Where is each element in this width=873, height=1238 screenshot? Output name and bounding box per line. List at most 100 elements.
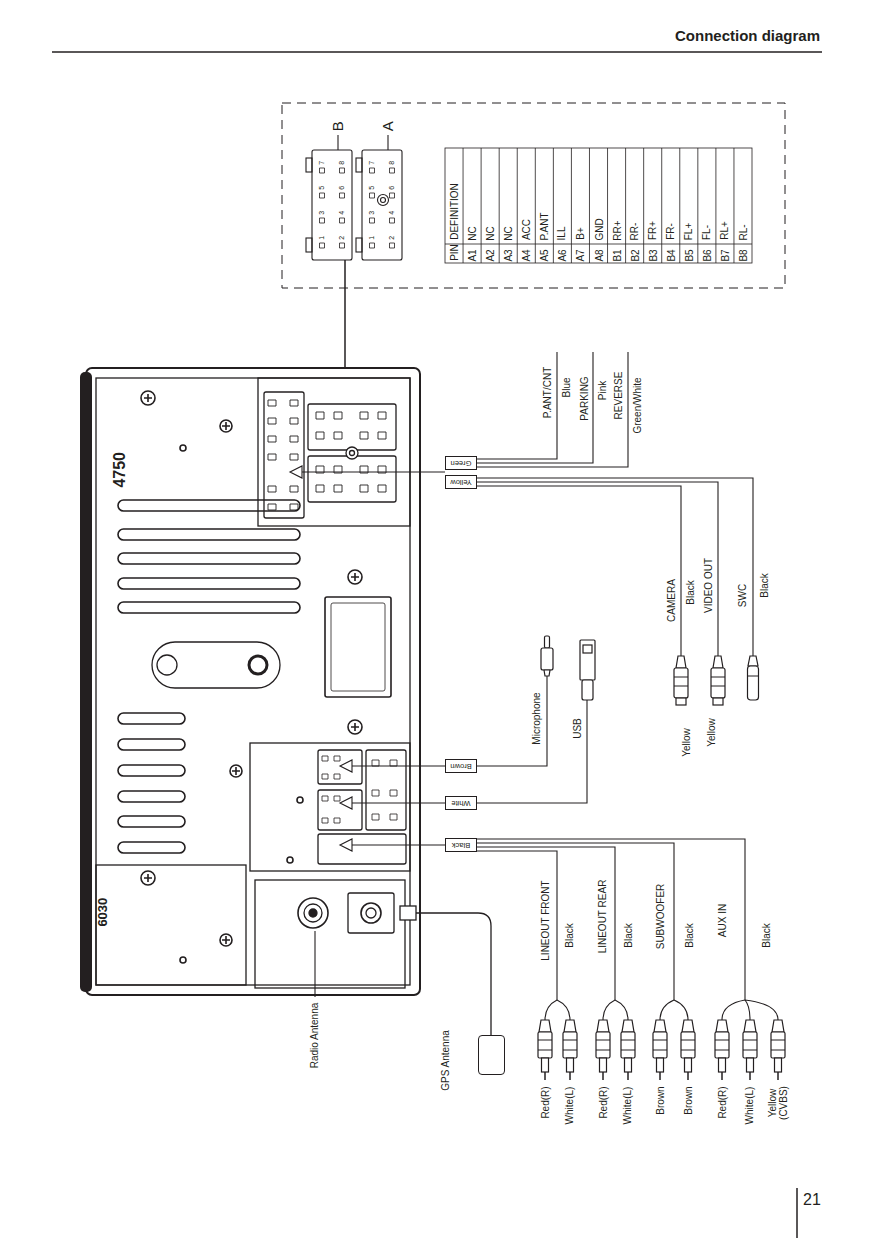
page-heading: Connection diagram	[675, 28, 820, 45]
connector-arrow	[302, 471, 445, 472]
table-cell: B7	[720, 249, 731, 261]
head-unit	[118, 553, 300, 564]
head-unit	[250, 743, 410, 871]
wire	[477, 843, 674, 1000]
connector-tag: Green	[445, 456, 477, 470]
pinout-panel	[337, 135, 338, 150]
pinout-panel	[306, 158, 312, 172]
head-unit	[80, 368, 420, 995]
plug	[771, 1020, 785, 1080]
wire	[477, 482, 718, 656]
connector-arrow	[340, 839, 352, 851]
table-cell: A1	[467, 249, 478, 261]
connector-arrow	[290, 466, 302, 478]
head-unit	[361, 903, 381, 923]
plug	[748, 656, 759, 700]
wire-label: SWC	[737, 583, 748, 606]
head-unit	[96, 865, 246, 985]
screw	[144, 394, 152, 402]
head-unit	[118, 602, 300, 613]
connector-arrow	[352, 765, 445, 766]
plug-color: White(L)	[564, 1086, 575, 1124]
plug	[711, 656, 725, 705]
pin-number: 2	[388, 236, 396, 240]
table-cell: A8	[593, 249, 604, 261]
head-unit	[118, 842, 185, 853]
table-cell: B5	[683, 249, 694, 261]
plug-color: Yellow	[680, 728, 691, 757]
wire-label: SUBWOOFER	[655, 883, 666, 949]
wire-color: Black	[761, 923, 772, 947]
table-cell: ACC	[521, 219, 532, 240]
page-rule	[796, 1188, 798, 1238]
plug	[681, 1020, 695, 1080]
table-cell: B4	[665, 249, 676, 261]
table-cell: NC	[485, 226, 496, 240]
plug-color: White(L)	[744, 1086, 755, 1124]
connector-arrow	[352, 844, 445, 845]
connector-tag: Yellow	[445, 475, 477, 489]
screw	[141, 391, 362, 963]
wire-color: Black	[623, 923, 634, 947]
head-unit	[366, 908, 376, 918]
screw	[230, 765, 242, 777]
connector-arrow	[340, 760, 352, 772]
connector-arrow	[290, 466, 445, 851]
wire-label: LINEOUT FRONT	[540, 880, 551, 960]
pin-number: 2	[338, 236, 346, 240]
pin-number: 7	[368, 161, 376, 165]
screw	[297, 797, 303, 803]
pinout-panel	[306, 238, 312, 252]
table-cell: NC	[503, 226, 514, 240]
table-cell: A4	[521, 249, 532, 261]
table-cell: FL-	[701, 225, 712, 240]
tag-text: White	[451, 799, 470, 807]
pin-table-grid	[445, 244, 752, 245]
wire	[660, 1000, 688, 1020]
table-cell: A7	[575, 249, 586, 261]
head-unit	[316, 412, 386, 492]
wire-color: Black	[759, 573, 770, 597]
screw	[144, 874, 152, 882]
connector-tag: Brown	[445, 759, 477, 773]
screw	[351, 723, 359, 731]
table-cell: A3	[503, 249, 514, 261]
pin-number: 6	[388, 186, 396, 190]
screw	[348, 720, 362, 734]
plug	[541, 648, 553, 670]
screw	[222, 422, 230, 430]
head-unit	[255, 880, 405, 988]
wire-label: AUX IN	[717, 903, 728, 936]
table-cell: PIN	[448, 244, 459, 261]
pinout-panel	[381, 198, 386, 203]
pin-number: 4	[338, 211, 346, 215]
wire-color: Black	[684, 923, 695, 947]
head-unit	[152, 642, 280, 688]
pinout-panel	[320, 168, 395, 248]
plug	[541, 636, 595, 700]
head-unit	[331, 603, 385, 691]
head-unit	[304, 904, 322, 922]
wire-label: REVERSE	[613, 371, 624, 419]
pin-number: 1	[368, 236, 376, 240]
plug-color: Brown	[655, 1086, 666, 1114]
pin-number: 7	[318, 161, 326, 165]
wire	[477, 486, 681, 656]
screw	[351, 573, 359, 581]
pinout-panel	[282, 103, 785, 412]
head-unit	[118, 816, 185, 827]
table-cell: NC	[467, 226, 478, 240]
page-rule	[52, 51, 822, 53]
pin-number: 3	[368, 211, 376, 215]
wire-label: Microphone	[531, 692, 542, 744]
pinout-panel	[362, 150, 402, 260]
plug-color: Yellow (CVBS)	[767, 1086, 789, 1120]
pin-number: 6	[338, 186, 346, 190]
plug	[580, 640, 595, 680]
pinout-panel	[387, 135, 388, 150]
table-cell: B6	[701, 249, 712, 261]
part-label: Radio Antenna	[309, 1002, 320, 1068]
head-unit	[118, 791, 185, 802]
plug-color: Red(R)	[540, 1086, 551, 1118]
plug-color: Yellow	[705, 718, 716, 747]
